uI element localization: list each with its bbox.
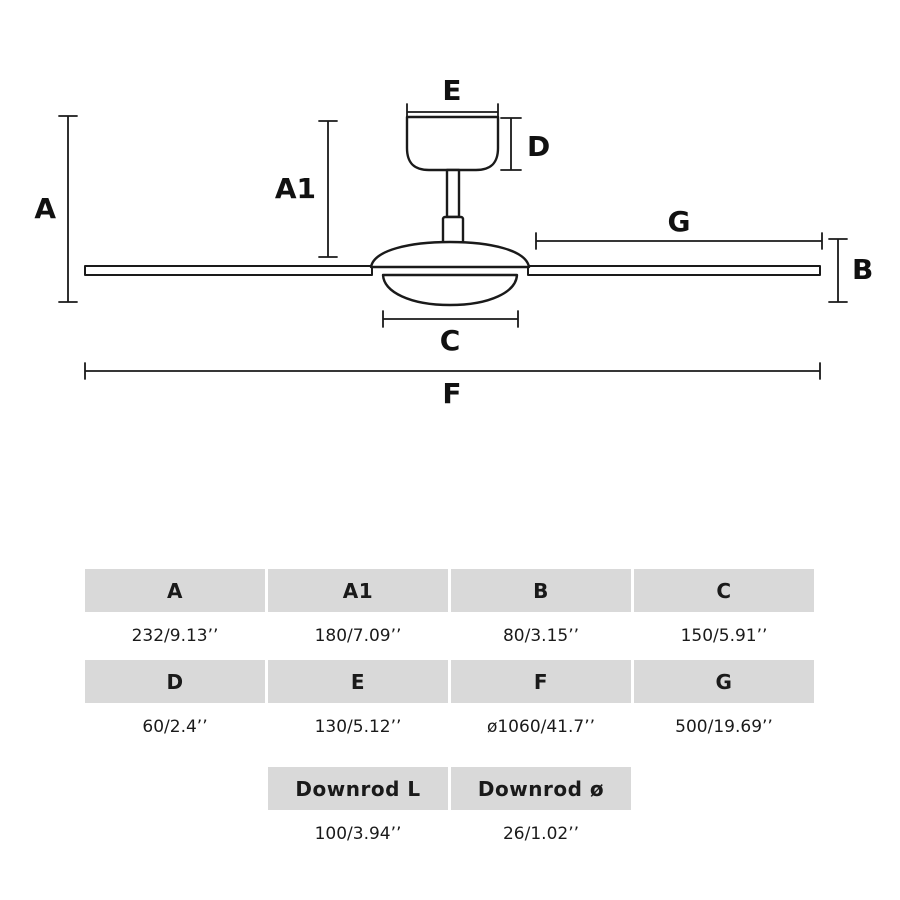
table-header-e: E (268, 660, 448, 703)
dim-label-F: F (442, 377, 461, 410)
dim-line-D (500, 117, 522, 171)
dim-line-A (58, 115, 78, 303)
table-header-b: B (451, 569, 631, 612)
dim-label-C: C (440, 324, 461, 357)
dim-line-E (406, 103, 499, 123)
dim-label-A: A (34, 192, 56, 225)
table-header-a: A (85, 569, 265, 612)
canopy (405, 115, 500, 172)
dim-label-A1: A1 (275, 172, 316, 205)
table-value-f: ø1060/41.7’’ (451, 703, 631, 751)
downrod-coupler (441, 215, 465, 245)
dim-line-C (382, 310, 519, 328)
table-value-a1: 180/7.09’’ (268, 612, 448, 660)
fan-diagram-svg: E D A1 A G B C F (34, 74, 873, 410)
dim-line-A1 (318, 120, 338, 258)
table-spacer (85, 751, 814, 767)
blade-right (527, 265, 821, 276)
table-header-downrod-l: Downrod L (268, 767, 448, 810)
blade-left (84, 265, 373, 276)
table-value-d: 60/2.4’’ (85, 703, 265, 751)
downrod (445, 168, 461, 219)
table-value-downrod-l: 100/3.94’’ (268, 810, 448, 858)
dim-line-G (535, 232, 823, 250)
table-header-downrod-dia: Downrod ø (451, 767, 631, 810)
table-value-b: 80/3.15’’ (451, 612, 631, 660)
table-header-d: D (85, 660, 265, 703)
fan-dimension-diagram: E D A1 A G B C F (34, 74, 873, 410)
dim-label-D: D (527, 130, 550, 163)
table-value-a: 232/9.13’’ (85, 612, 265, 660)
table-value-c: 150/5.91’’ (634, 612, 814, 660)
dim-label-G: G (668, 205, 691, 238)
table-value-g: 500/19.69’’ (634, 703, 814, 751)
table-header-f: F (451, 660, 631, 703)
table-header-a1: A1 (268, 569, 448, 612)
light-bowl (381, 273, 519, 307)
table-header-c: C (634, 569, 814, 612)
dim-line-F (84, 362, 821, 380)
dim-label-B: B (852, 253, 873, 286)
motor-housing (369, 240, 531, 269)
dimension-table: A A1 B C 232/9.13’’ 180/7.09’’ 80/3.15’’… (85, 569, 814, 858)
table-value-e: 130/5.12’’ (268, 703, 448, 751)
table-header-g: G (634, 660, 814, 703)
dim-label-E: E (442, 74, 461, 107)
table-value-downrod-dia: 26/1.02’’ (451, 810, 631, 858)
dim-line-B (828, 238, 848, 303)
